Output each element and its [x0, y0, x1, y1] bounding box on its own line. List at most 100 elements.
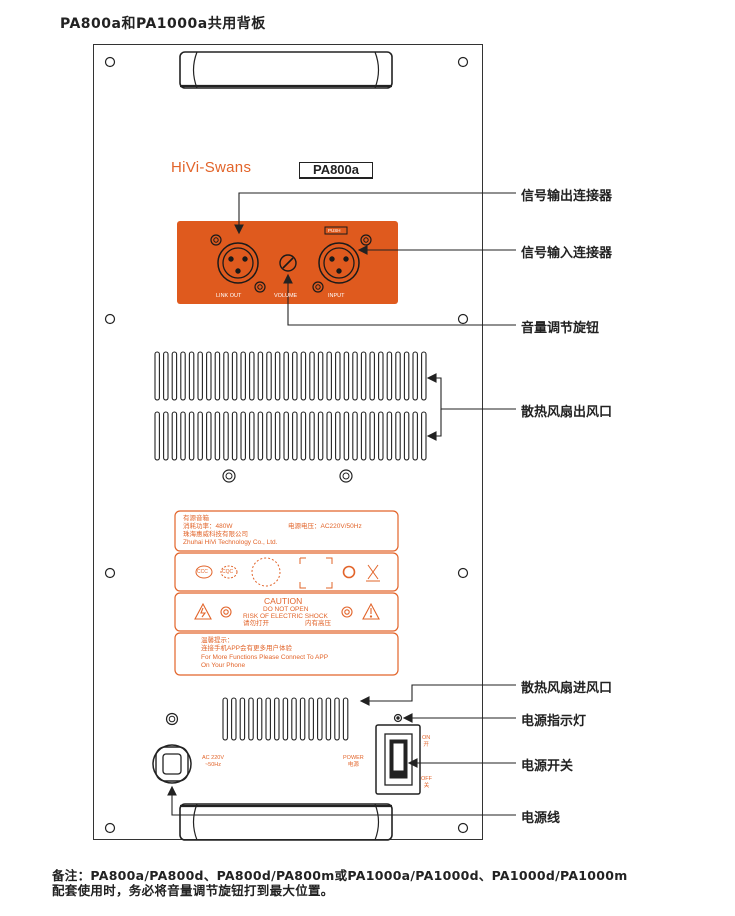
info-voltage: 电源电压：AC220V/50Hz: [288, 523, 362, 530]
vent-slot: [248, 697, 254, 741]
power-label: POWER 电源: [343, 755, 364, 769]
ac-voltage: AC 220V: [202, 755, 225, 761]
vent-slot: [249, 411, 255, 461]
vent-slot: [283, 351, 289, 401]
screw-icon: [339, 469, 353, 483]
xlr-output-connector-icon: [210, 234, 266, 293]
vent-slot: [171, 351, 178, 401]
vent-slot: [274, 351, 281, 401]
callout-fan-inlet: 散热风扇进风口: [521, 681, 613, 696]
callout-power-cord: 电源线: [521, 811, 561, 826]
vent-slot: [163, 411, 169, 461]
callout-line: [238, 192, 516, 231]
vent-slot: [266, 351, 272, 401]
caution-shock-risk: RISK OF ELECTRIC SHOCK: [243, 613, 328, 620]
vent-slot: [421, 351, 427, 401]
vent-slot: [403, 351, 410, 401]
vent-slot: [335, 411, 341, 461]
screw-icon: [104, 56, 116, 68]
vent-slot: [240, 351, 246, 401]
label-placeholder-frame: [299, 557, 333, 589]
callout-fan-outlet: 散热风扇出风口: [521, 405, 613, 420]
info-company-en: Zhuhai HiVi Technology Co., Ltd.: [183, 539, 278, 546]
ccc-mark-text: CCC: [197, 569, 208, 575]
vent-slot: [154, 351, 160, 401]
xlr-input-connector-icon: [312, 226, 372, 293]
callout-power-switch: 电源开关: [521, 759, 574, 774]
caution-label-box: [174, 592, 399, 632]
vent-slot: [386, 411, 393, 461]
power-text: POWER: [343, 755, 364, 761]
vent-slot: [163, 351, 169, 401]
vent-slot: [325, 697, 332, 741]
vent-slot: [231, 351, 238, 401]
vent-slot: [317, 411, 324, 461]
fan-inlet-vents: [222, 697, 349, 741]
vent-slot: [222, 697, 228, 741]
callout-line: [287, 276, 516, 326]
vent-slot: [292, 411, 298, 461]
bottom-handle-icon: [179, 803, 393, 841]
warning-triangle-icon: [362, 602, 380, 620]
caution-do-not-open: DO NOT OPEN: [263, 606, 309, 613]
vent-slot: [300, 351, 307, 401]
vent-slot: [256, 697, 263, 741]
label-placeholder-circle: [251, 557, 281, 587]
fan-outlet-vents: [154, 351, 427, 401]
vent-slot: [369, 411, 375, 461]
vent-slot: [274, 697, 280, 741]
tips-app-cn: 连接手机APP会有更多用户体验: [201, 645, 293, 652]
on-text: ON: [422, 735, 431, 741]
lightning-icon: [200, 607, 207, 618]
screw-icon: [104, 313, 116, 325]
callout-line: [171, 788, 516, 816]
footnote-line-1: 备注：PA800a/PA800d、PA800d/PA800m或PA1000a/P…: [52, 868, 628, 883]
vent-slot: [352, 411, 358, 461]
vent-slot: [265, 697, 271, 741]
vent-slot: [395, 411, 401, 461]
vent-slot: [343, 411, 350, 461]
brand-logo: HiVi-Swans: [171, 159, 252, 176]
on-label: ON 开: [422, 735, 430, 749]
fan-screws: [222, 469, 353, 483]
input-label: INPUT: [328, 293, 345, 299]
tips-heading: 温馨提示：: [201, 637, 234, 644]
vent-slot: [180, 351, 186, 401]
screw-icon: [104, 567, 116, 579]
volume-knob-icon: [279, 254, 297, 272]
vent-slot: [283, 411, 289, 461]
vent-slot: [239, 697, 246, 741]
vent-slot: [352, 351, 358, 401]
vent-slot: [154, 411, 160, 461]
info-company-cn: 珠海惠威科技有限公司: [183, 531, 248, 538]
vent-slot: [223, 351, 229, 401]
fan-outlet-vents: [154, 411, 427, 461]
cert-marks: [195, 557, 380, 589]
callout-line: [362, 684, 516, 702]
info-product-type: 有源音箱: [183, 515, 209, 522]
on-text-cn: 开: [423, 742, 429, 748]
push-label: PUSH: [328, 228, 341, 233]
screw-icon: [457, 567, 469, 579]
power-led-icon: [393, 713, 403, 723]
vent-slot: [412, 351, 418, 401]
vent-slot: [386, 351, 393, 401]
vent-slot: [334, 697, 340, 741]
vent-slot: [180, 411, 186, 461]
vent-slot: [309, 411, 315, 461]
screw-icon: [341, 606, 353, 618]
footnote: 备注：PA800a/PA800d、PA800d/PA800m或PA1000a/P…: [52, 868, 628, 898]
warning-triangle-icon: [194, 602, 212, 620]
volume-label: VOLUME: [274, 293, 298, 299]
callout-power-led: 电源指示灯: [521, 714, 587, 729]
power-inlet-icon: [152, 712, 192, 784]
model-badge: PA800a: [299, 162, 373, 179]
vent-slot: [369, 351, 375, 401]
footnote-line-2: 配套使用时，务必将音量调节旋钮打到最大位置。: [52, 883, 334, 898]
vent-slot: [317, 351, 324, 401]
vent-slot: [326, 351, 332, 401]
vent-slot: [223, 411, 229, 461]
tips-app-en-2: On Your Phone: [201, 662, 246, 669]
vent-slot: [343, 351, 350, 401]
screw-icon: [104, 822, 116, 834]
